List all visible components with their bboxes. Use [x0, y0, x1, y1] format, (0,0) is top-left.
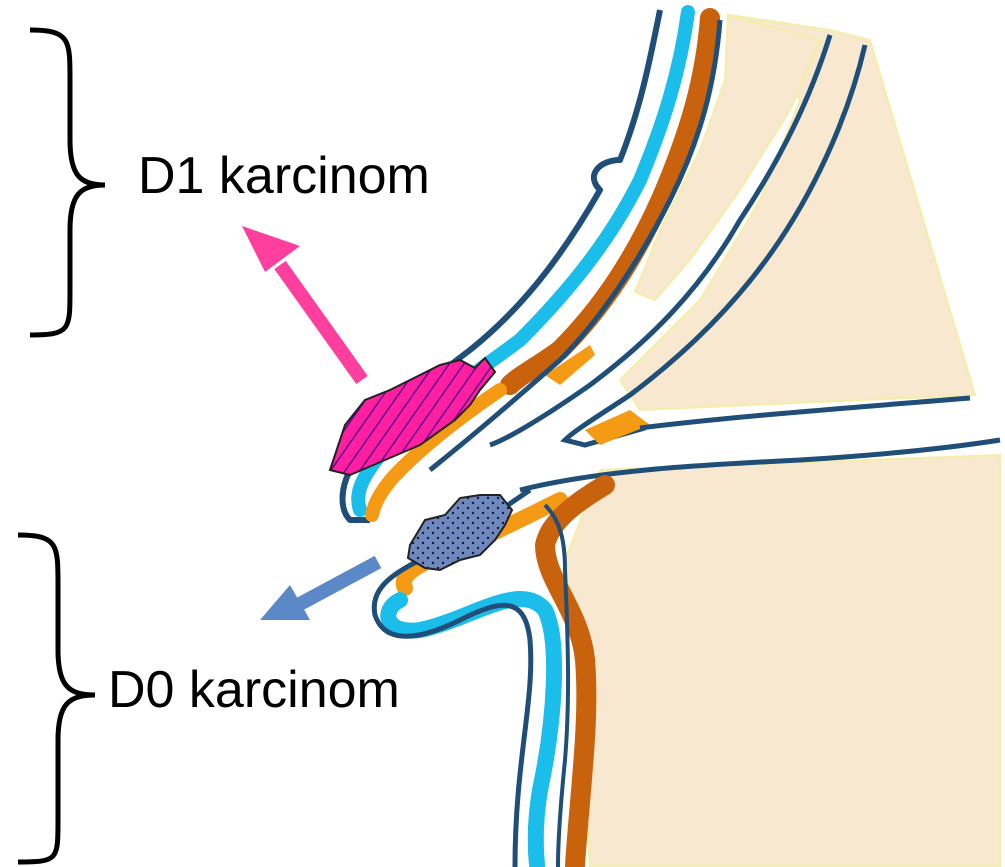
d0-arrow-shaft — [298, 562, 378, 605]
d0-carcinoma-label: D0 karcinom — [108, 664, 400, 716]
d1-arrow-head — [242, 226, 300, 272]
d1-arrow-shaft — [280, 265, 362, 380]
d0-brace — [18, 535, 95, 862]
lower-tissue-block — [565, 455, 1000, 867]
d0-tumor — [408, 495, 512, 570]
d1-brace — [30, 30, 105, 335]
d1-carcinoma-label: D1 karcinom — [138, 150, 430, 202]
